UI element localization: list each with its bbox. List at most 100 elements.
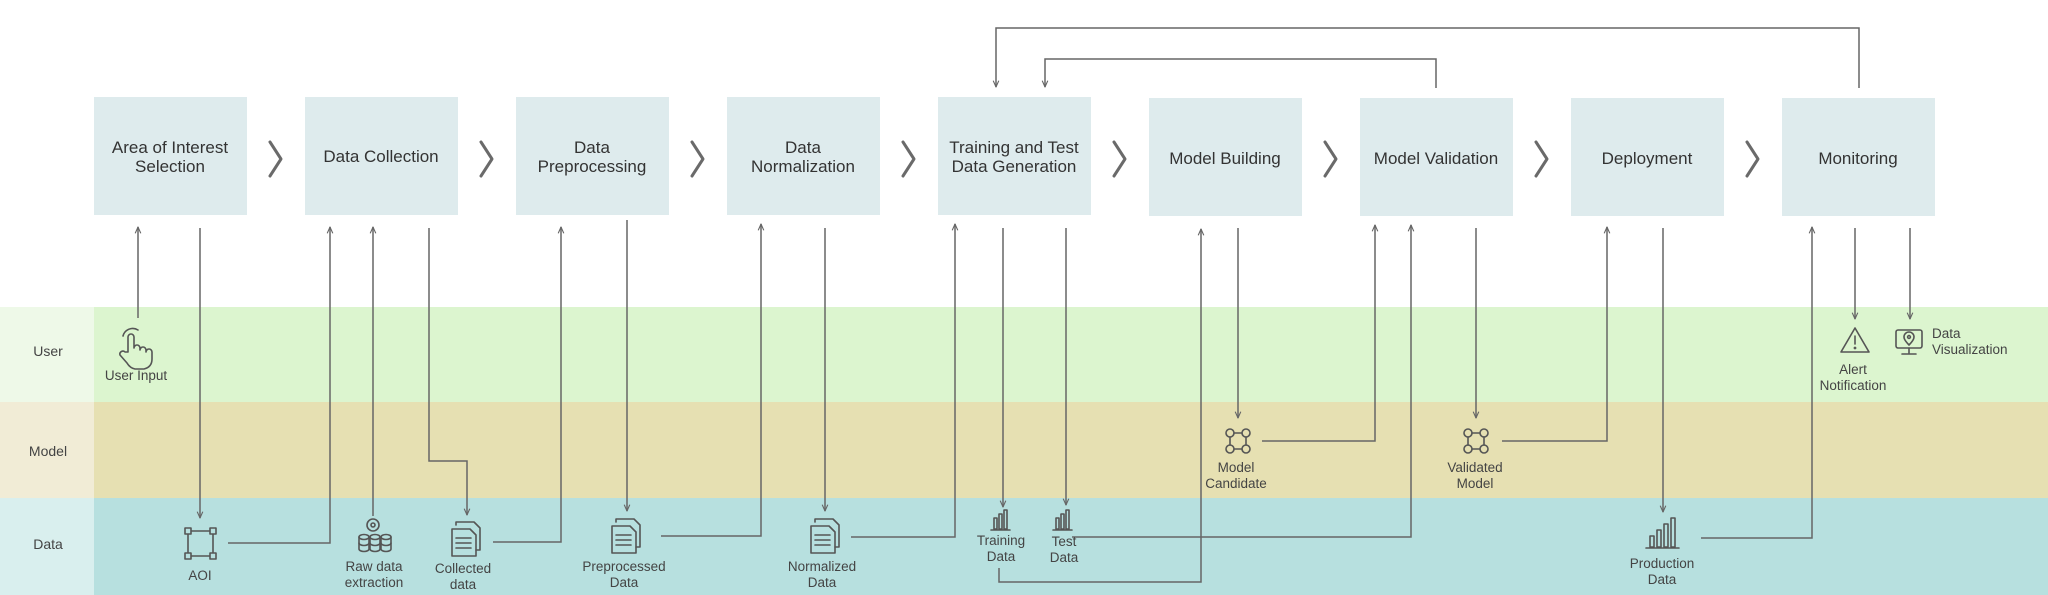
lane-label-user: User [33,343,63,359]
item-label-line: Candidate [1205,476,1267,491]
arrow-training-data-to-model-building [998,229,1201,583]
stage-box [1571,98,1724,216]
item-user-input: User Input [105,327,167,383]
stage-box [1149,98,1302,216]
item-label-line: Visualization [1932,342,2008,357]
item-label-line: Alert [1839,362,1867,377]
chevron-right-icon [1112,140,1127,178]
item-label-line: extraction [345,575,404,590]
stage-label-line: Monitoring [1818,149,1897,168]
stage-model-validation: Model Validation [1360,98,1513,216]
feedback-arrow-validation-to-training [1045,58,1437,88]
stage-label-line: Area of Interest [112,138,229,157]
stage-box [94,97,247,215]
feedback-arrow-monitoring-to-training [996,27,1860,88]
warning-triangle-icon [1840,327,1870,353]
chevron-right-icon [1323,140,1338,178]
item-label-line: Model [1457,476,1494,491]
stage-label-line: Data [574,138,610,157]
stage-box [1360,98,1513,216]
item-label-line: data [450,577,477,592]
item-label-line: Raw data [345,559,403,574]
stage-label-line: Model Validation [1374,149,1498,168]
lane-label-data: Data [33,536,63,552]
stage-box [727,97,880,215]
item-label-line: Validated [1447,460,1502,475]
arrow-preprocessed-to-normalization [661,224,761,537]
arrow-production-data-to-monitoring [1701,227,1812,539]
stage-label-line: Data [785,138,821,157]
arrow-normalized-to-training-generation [851,224,955,538]
item-label-line: Data [987,549,1016,564]
item-label-line: Notification [1820,378,1887,393]
bounding-box-icon [184,527,217,560]
stage-data-collection: Data Collection [305,97,458,215]
item-label-line: Data [1932,326,1961,341]
lane-data-label-bg [0,498,94,595]
lane-model-bg [94,402,2048,498]
item-label-line: Training [977,533,1025,548]
stage-label-line: Data Collection [323,147,438,166]
arrow-test-data-to-model-validation [1072,225,1411,538]
bar-chart-icon [1052,509,1073,531]
svg-text:Model Building: Model Building [1169,149,1281,168]
item-label-line: AOI [188,568,211,583]
swim-lanes: User Model Data [0,307,2048,595]
chevron-right-icon [690,140,705,178]
lane-label-model: Model [29,443,67,459]
arrow-collected-to-preprocessing [493,227,561,543]
feedback-loops [996,27,1860,88]
chevron-right-icon [1745,140,1760,178]
svg-text:AOI: AOI [188,568,211,583]
stage-monitoring: Monitoring [1782,98,1935,216]
svg-text:Monitoring: Monitoring [1818,149,1897,168]
item-label-line: Test [1052,534,1077,549]
stage-label-line: Data Generation [952,157,1077,176]
stage-label-line: Training and Test [949,138,1079,157]
stage-chevrons [268,140,1760,178]
svg-text:Data Collection: Data Collection [323,147,438,166]
arrow-aoi-to-data-collection [228,227,330,544]
network-nodes-icon [1225,428,1251,454]
stage-deployment: Deployment [1571,98,1724,216]
svg-text:Model Validation: Model Validation [1374,149,1498,168]
lane-model-label-bg [0,402,94,498]
bar-chart-icon [990,509,1011,531]
item-label-line: Normalized [788,559,856,574]
stage-label-line: Model Building [1169,149,1281,168]
stage-box [516,97,669,215]
chevron-right-icon [1534,140,1549,178]
arrow-candidate-to-model-validation [1262,225,1375,442]
item-label-line: Data [1050,550,1079,565]
documents-icon [451,521,481,557]
stage-model-building: Model Building [1149,98,1302,216]
item-label-line: Production [1630,556,1695,571]
item-aoi: AOI [184,527,217,583]
stage-box [1782,98,1935,216]
item-label-line: Model [1218,460,1255,475]
item-label-line: Preprocessed [582,559,665,574]
stage-box [938,97,1091,215]
